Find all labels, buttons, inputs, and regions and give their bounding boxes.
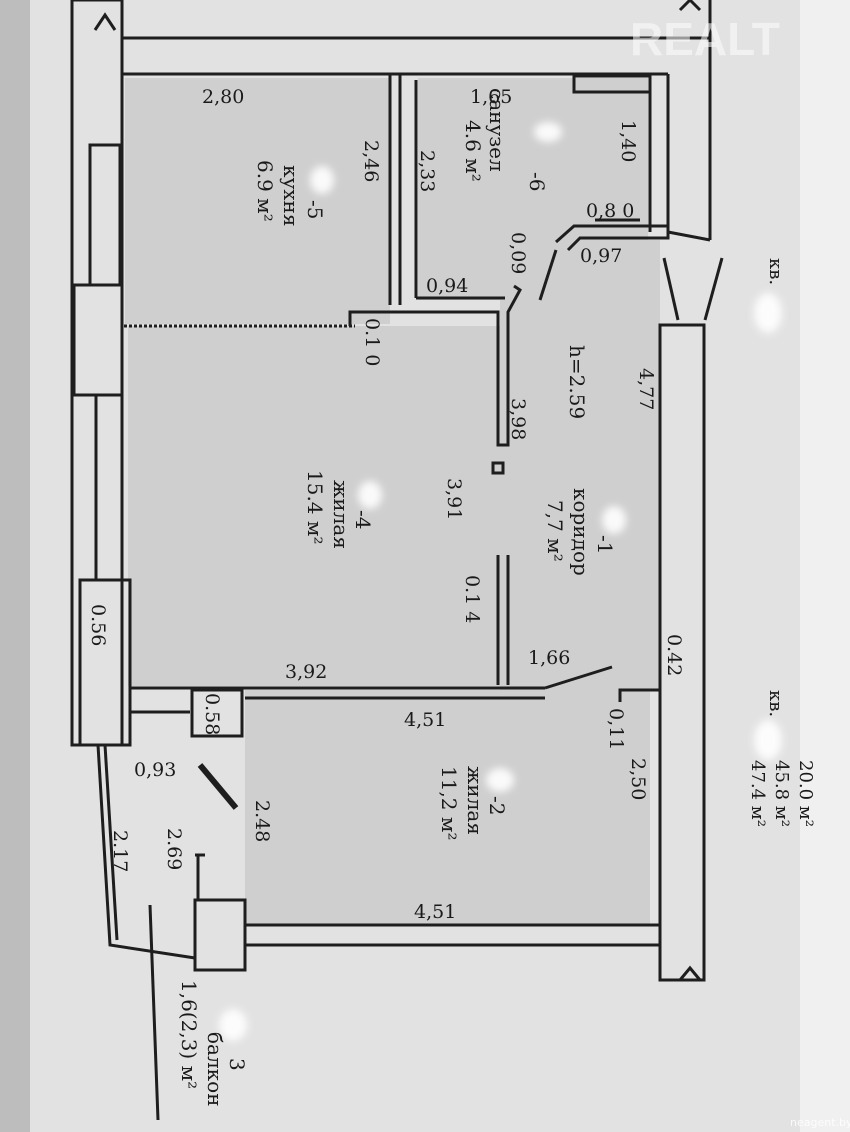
- room-balcony-code: 3: [225, 1058, 249, 1071]
- room-living-small-name: жилая: [463, 766, 487, 835]
- ceiling-height: h=2.59: [565, 345, 589, 419]
- dim-042: 0.42: [663, 634, 685, 676]
- apartment-label-top: кв.: [765, 258, 786, 285]
- page-shadow: [0, 0, 30, 1132]
- dim-165: 1,65: [470, 86, 512, 108]
- dim-140: 1,40: [617, 120, 639, 162]
- watermark: REALT: [630, 13, 780, 65]
- dim-010: 0.1 0: [361, 318, 383, 366]
- dim-398: 3,98: [507, 398, 529, 440]
- dim-246: 2,46: [360, 140, 382, 182]
- apartment-info: кв. кв. 20.0 м² 45.8 м² 47.4 м²: [747, 258, 816, 827]
- dim-391: 3,91: [443, 478, 465, 520]
- room-living-large-code: -4: [351, 510, 375, 529]
- dim-056: 0.56: [87, 604, 109, 646]
- apartment-label: кв.: [765, 690, 786, 717]
- dim-217: 2.17: [109, 830, 131, 872]
- apartment-area-living: 45.8 м²: [771, 760, 792, 827]
- room-living-small-code: -2: [485, 796, 509, 815]
- dim-093: 0,93: [134, 759, 176, 781]
- dim-094: 0,94: [426, 275, 468, 297]
- room-bathroom-code: -6: [525, 172, 549, 191]
- room-corridor-name: коридор: [569, 488, 593, 576]
- dim-477: 4,77: [635, 368, 657, 410]
- credit: neagent.by: [790, 1116, 850, 1129]
- room-bathroom-name: санузел: [485, 88, 509, 172]
- room-bathroom-area: 4.6 м²: [461, 120, 485, 182]
- dimension-labels: 2,80 1,65 1,40 2,46 2,33 0,8 0 0,97 0,09…: [87, 86, 685, 923]
- dim-009: 0,09: [507, 232, 529, 274]
- inner-wall-right: [658, 323, 706, 982]
- redactions: [219, 122, 782, 1041]
- dim-097: 0,97: [580, 245, 622, 267]
- dim-280: 2,80: [202, 86, 244, 108]
- page-margin: [800, 0, 850, 1132]
- room-corridor-code: -1: [593, 535, 617, 554]
- dim-269: 2.69: [163, 828, 185, 870]
- dim-233: 2,33: [416, 150, 438, 192]
- dim-392: 3,92: [285, 661, 327, 683]
- room-living-large-area: 15.4 м²: [303, 470, 327, 544]
- room-living-small-area: 11,2 м²: [437, 766, 461, 840]
- dim-011: 0,11: [605, 708, 627, 750]
- room-labels: санузел 4.6 м² -6 кухня 6.9 м² -5 жилая …: [177, 88, 617, 1107]
- room-kitchen-area: 6.9 м²: [253, 160, 277, 222]
- dim-166: 1,66: [528, 647, 570, 669]
- room-living-large-name: жилая: [329, 480, 353, 549]
- walls: [70, 0, 724, 1121]
- dim-250: 2,50: [627, 758, 649, 800]
- dim-058: 0.58: [201, 693, 223, 735]
- apartment-area-partial: 20.0 м²: [795, 760, 816, 827]
- dim-451a: 4,51: [404, 709, 446, 731]
- apartment-area-total: 47.4 м²: [747, 760, 768, 827]
- room-balcony-area: 1,6(2,3) м²: [177, 980, 201, 1089]
- dim-451b: 4,51: [414, 901, 456, 923]
- room-fills: [125, 78, 660, 925]
- dim-248: 2.48: [251, 800, 273, 842]
- room-kitchen-code: -5: [303, 200, 327, 219]
- room-corridor-area: 7,7 м²: [543, 500, 567, 562]
- room-kitchen-name: кухня: [279, 165, 303, 227]
- room-balcony-name: балкон: [203, 1032, 227, 1107]
- dim-080: 0,8 0: [586, 200, 634, 222]
- dim-014: 0.1 4: [461, 575, 483, 623]
